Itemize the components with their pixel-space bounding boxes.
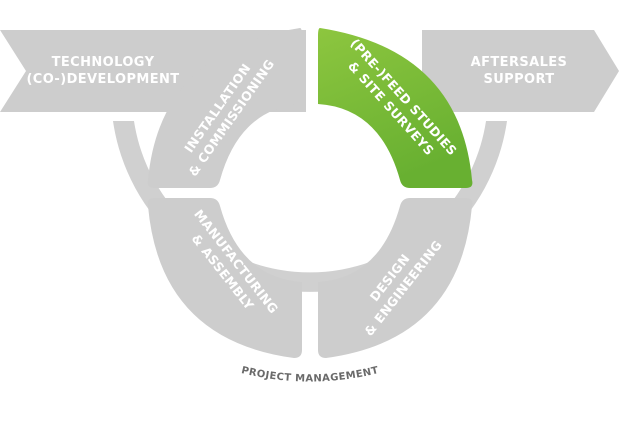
left-arrow-label-line2: (CO-)DEVELOPMENT [26, 72, 179, 87]
right-arrow-label-line2: SUPPORT [483, 72, 554, 87]
project-management-label-path: PROJECT MANAGEMENT [240, 365, 379, 384]
left-arrow-label-line1: TECHNOLOGY [52, 55, 155, 70]
segment-manufacturing-assembly[interactable] [147, 198, 302, 358]
segment-design-engineering[interactable] [318, 198, 473, 358]
right-arrow-label-line1: AFTERSALES [471, 55, 568, 70]
segment-installation-commissioning[interactable] [147, 28, 302, 188]
segment-feed-studies-site-surveys[interactable] [318, 28, 473, 188]
aftersales-support-arrow[interactable] [422, 30, 619, 112]
project-management-label: PROJECT MANAGEMENT [240, 365, 380, 384]
